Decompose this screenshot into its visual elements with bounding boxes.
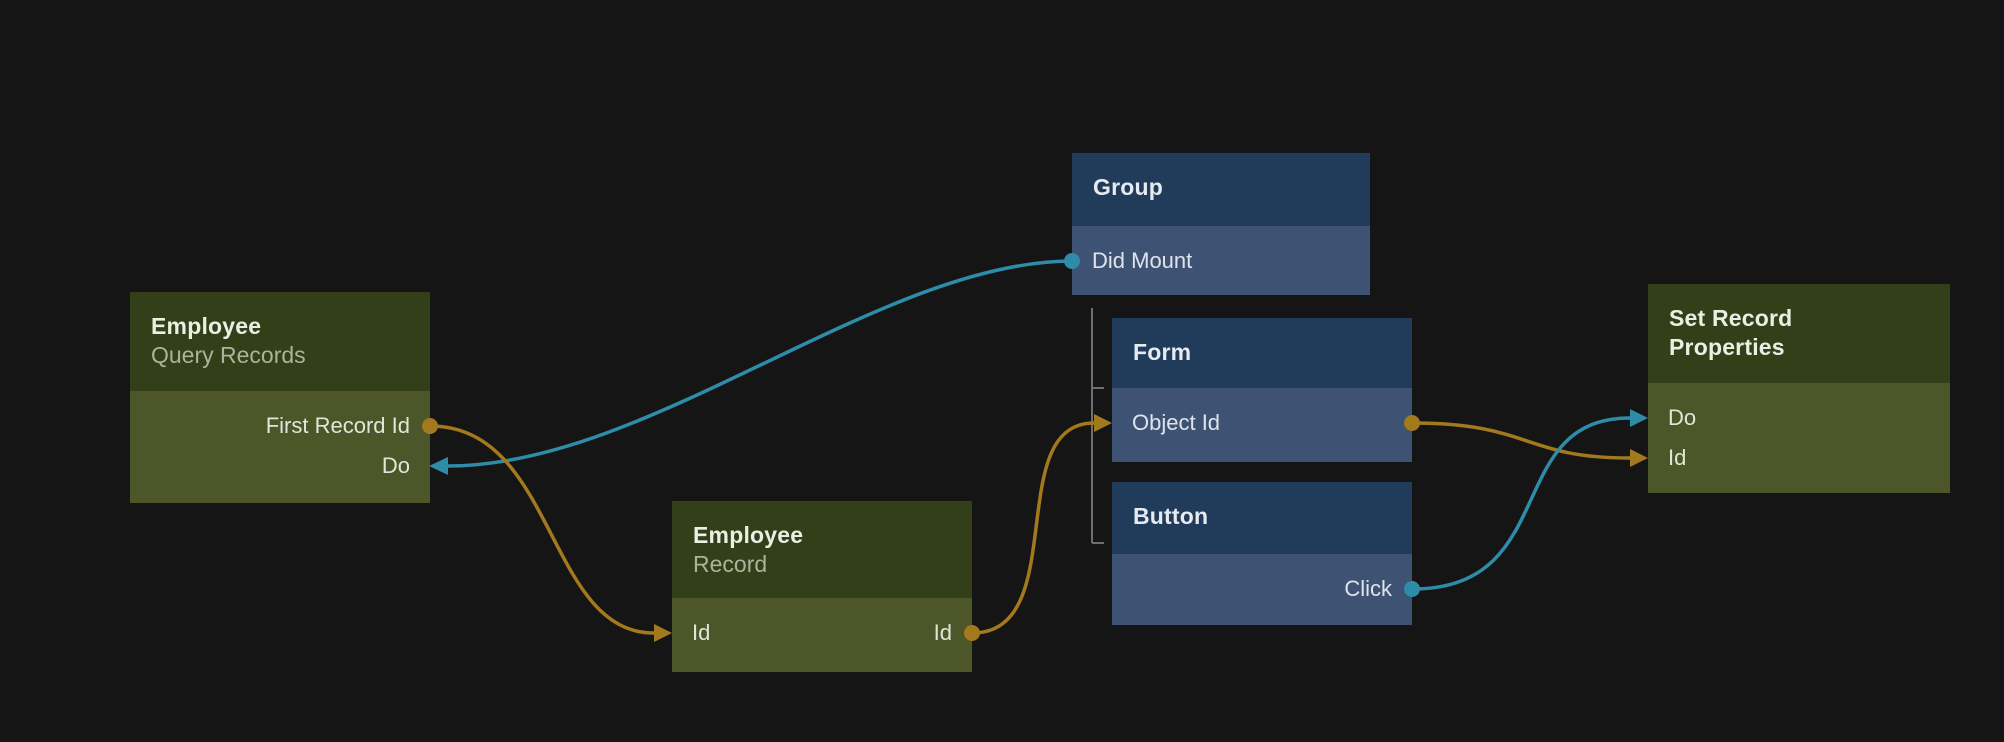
node-employee-record[interactable]: Employee Record Id Id <box>672 501 972 672</box>
node-button[interactable]: Button Click <box>1112 482 1412 625</box>
port-did-mount[interactable]: Did Mount <box>1072 241 1370 281</box>
node-title: Form <box>1133 339 1192 365</box>
arrowhead-do-input <box>429 457 448 475</box>
port-id-output-label: Id <box>933 620 952 645</box>
node-header: Employee Query Records <box>130 292 430 391</box>
node-set-record-properties[interactable]: Set Record Properties Do Id <box>1648 284 1950 493</box>
port-id-row[interactable]: Id Id <box>672 613 972 653</box>
node-subtitle: Record <box>693 551 768 577</box>
node-title: Group <box>1093 174 1163 200</box>
node-employee-query-records[interactable]: Employee Query Records First Record Id D… <box>130 292 430 503</box>
arrowhead-set-record-do-input <box>1630 409 1648 427</box>
arrowhead-object-id-input <box>1094 414 1112 432</box>
port-label: Do <box>381 453 410 478</box>
port-label: Object Id <box>1132 410 1221 435</box>
port-label: Click <box>1344 576 1392 601</box>
connection-did-mount-to-do[interactable] <box>447 259 1073 468</box>
node-port-list: Do Id <box>1648 383 1950 493</box>
node-header: Set Record Properties <box>1648 284 1950 383</box>
connection-click-to-set-record-do[interactable] <box>1411 416 1631 591</box>
port-label: Do <box>1668 405 1697 430</box>
node-header: Employee Record <box>672 501 972 598</box>
node-subtitle: Query Records <box>151 342 306 368</box>
node-title: Employee <box>693 522 804 548</box>
port-do[interactable]: Do <box>130 446 430 486</box>
node-port-list: First Record Id Do <box>130 391 430 503</box>
port-id-input-label: Id <box>692 620 711 645</box>
arrowhead-set-record-id-input <box>1630 449 1648 467</box>
node-form[interactable]: Form Object Id <box>1112 318 1412 462</box>
node-header: Button <box>1112 482 1412 554</box>
connection-first-record-id-to-record-id[interactable] <box>429 424 655 635</box>
connection-object-id-to-set-record-id[interactable] <box>1411 421 1631 460</box>
node-port-list: Did Mount <box>1072 226 1370 295</box>
node-header: Group <box>1072 153 1370 226</box>
node-header: Form <box>1112 318 1412 388</box>
node-title: Button <box>1133 503 1209 529</box>
arrowhead-record-id-input <box>654 624 672 642</box>
node-group[interactable]: Group Did Mount <box>1072 153 1370 295</box>
port-label: Id <box>1668 445 1687 470</box>
port-id[interactable]: Id <box>1648 438 1950 478</box>
port-label: Did Mount <box>1092 248 1193 273</box>
port-do[interactable]: Do <box>1648 398 1950 438</box>
hierarchy-line-group-children <box>1091 308 1104 544</box>
port-first-record-id[interactable]: First Record Id <box>130 406 430 446</box>
node-port-list: Id Id <box>672 598 972 672</box>
connection-record-id-to-object-id[interactable] <box>971 421 1095 635</box>
port-object-id[interactable]: Object Id <box>1112 403 1412 443</box>
node-title: Employee <box>151 313 262 339</box>
node-port-list: Click <box>1112 554 1412 625</box>
port-click[interactable]: Click <box>1112 569 1412 609</box>
node-port-list: Object Id <box>1112 388 1412 462</box>
node-title: Set Record Properties <box>1669 305 1793 360</box>
port-label: First Record Id <box>265 413 410 438</box>
